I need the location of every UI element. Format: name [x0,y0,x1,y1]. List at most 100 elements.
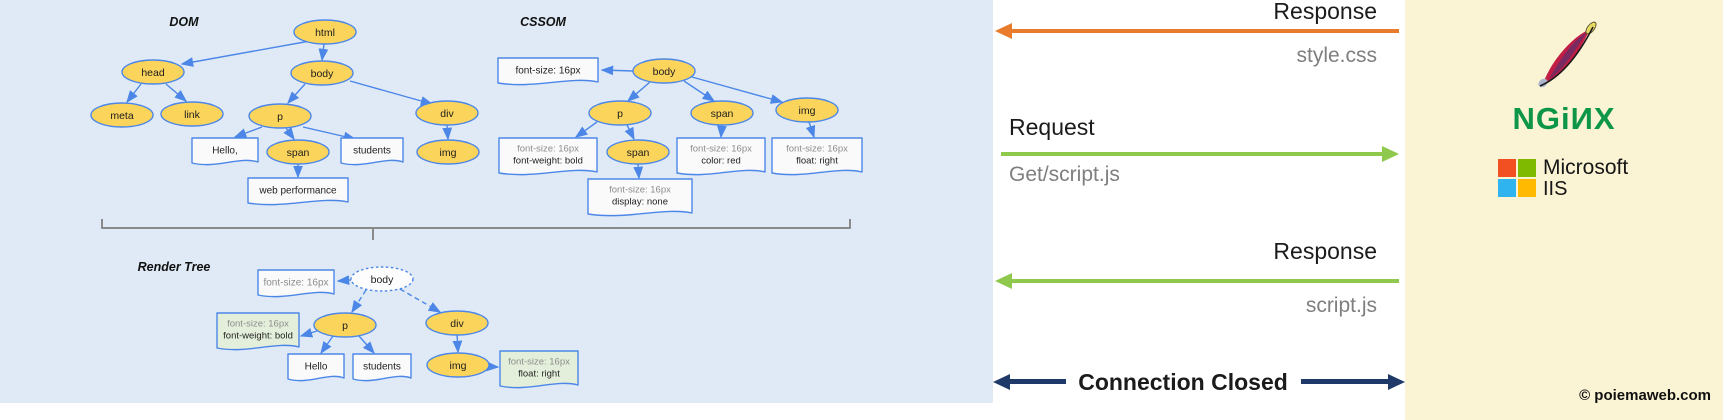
edge-cssom-4 [574,121,598,138]
microsoft-squares-icon [1498,159,1536,197]
arrow-line [1009,279,1399,283]
textbox-line-render-fs-body-0: font-size: 16px [263,278,328,289]
web-server-panel: NGiИX Microsoft IIS © poiemaweb.com [1405,0,1723,420]
textbox-line-render-students-0: students [363,362,401,373]
arrow-line [1009,29,1399,33]
arrowhead-left-icon [995,23,1012,39]
node-dom-html [293,19,357,45]
node-render-body [350,266,414,292]
arrow-line [1001,152,1385,156]
node-label-dom-body: body [311,68,335,80]
nginx-logo: NGiИX [1512,101,1616,136]
edge-dom-3 [165,83,188,102]
node-label-cssom-span2: span [711,108,734,120]
edge-dom-7 [283,127,295,141]
textbox-line-render-float-right-0: font-size: 16px [508,357,570,368]
edge-cssom-3 [691,76,784,104]
node-label-render-img: img [450,360,467,372]
response-label-style: Response [1273,0,1377,24]
ms-square-yellow [1518,179,1536,197]
edge-dom-4 [287,83,306,105]
node-label-render-p: p [342,320,348,332]
edge-render-0 [336,275,352,286]
arrowhead-right-icon [1382,146,1399,162]
node-label-dom-head: head [141,67,165,79]
copyright-text: © poiemaweb.com [1579,387,1711,404]
tree-title-render: Render Tree [138,260,211,274]
node-dom-link [160,101,224,127]
node-render-div [425,310,489,336]
textbox-line-cssom-float-right-1: float: right [796,156,838,167]
node-cssom-img [775,97,839,123]
textbox-render-hello [287,353,345,382]
arrowhead-left-icon [995,273,1012,289]
request-label-script: Request [1009,114,1095,140]
node-dom-img [416,139,480,165]
combining-brace [101,219,851,240]
edge-cssom-8 [805,121,816,139]
textbox-line-render-float-right-1: float: right [518,369,560,380]
textbox-render-float-right [499,350,579,389]
http-timeline-panel: Response style.css Request Get/script.js… [993,0,1405,420]
node-cssom-span2 [690,100,754,126]
edge-render-4 [320,335,334,355]
textbox-line-cssom-fw-bold-0: font-size: 16px [517,144,579,155]
apache-feather-icon [1538,21,1597,88]
textbox-cssom-color-red [676,137,766,176]
textbox-line-cssom-fw-bold-1: font-weight: bold [513,156,583,167]
microsoft-iis-logo: Microsoft IIS [1543,156,1628,199]
node-dom-body [290,60,354,86]
edge-dom-5 [349,80,434,106]
node-label-dom-meta: meta [110,110,134,122]
ms-square-green [1518,159,1536,177]
ms-square-red [1498,159,1516,177]
textbox-cssom-display-none [587,178,693,217]
node-label-cssom-span1: span [627,147,650,159]
edge-dom-6 [233,126,263,138]
node-cssom-body [632,58,696,84]
textbox-line-cssom-fs-body-0: font-size: 16px [515,66,580,77]
request-file-script: Get/script.js [1009,163,1120,186]
edge-render-1 [351,289,367,314]
microsoft-wordmark: Microsoft [1543,156,1629,179]
node-label-cssom-img: img [799,105,816,117]
node-dom-div [415,100,479,126]
node-label-render-div: div [450,318,464,330]
edge-cssom-0 [600,65,634,76]
connection-closed-label: Connection Closed [1078,369,1288,395]
response-file-script: script.js [1305,294,1377,317]
textbox-line-render-fw-bold-0: font-size: 16px [227,319,289,330]
node-render-p [313,312,377,338]
textbox-render-fw-bold [216,312,300,351]
textbox-line-cssom-float-right-0: font-size: 16px [786,144,848,155]
edge-dom-2 [126,83,142,104]
response-arrow-style-icon [995,23,1399,39]
edge-dom-0 [180,40,311,67]
node-label-render-body: body [371,274,395,286]
arrowhead-right-icon [1388,374,1405,390]
textbox-line-cssom-color-red-1: color: red [701,156,741,167]
node-label-dom-span: span [287,147,310,159]
node-render-img [426,352,490,378]
textbox-render-fs-body [257,269,335,298]
edge-cssom-5 [624,124,635,141]
edge-dom-1 [318,43,329,62]
textbox-line-cssom-display-none-1: display: none [612,197,668,208]
edge-render-5 [358,335,375,355]
edge-cssom-7 [717,124,727,139]
textbox-line-cssom-display-none-0: font-size: 16px [609,185,671,196]
ms-square-blue [1498,179,1516,197]
edge-render-6 [452,333,463,354]
node-label-dom-div: div [440,108,454,120]
response-arrow-script-icon [995,273,1399,289]
textbox-render-students [352,353,412,382]
node-dom-head [121,59,185,85]
node-label-cssom-body: body [653,66,677,78]
textbox-line-cssom-color-red-0: font-size: 16px [690,144,752,155]
arrowhead-left-icon [993,374,1010,390]
textbox-line-render-hello-0: Hello [305,362,328,373]
node-label-dom-link: link [184,109,201,121]
edge-render-3 [299,327,318,338]
